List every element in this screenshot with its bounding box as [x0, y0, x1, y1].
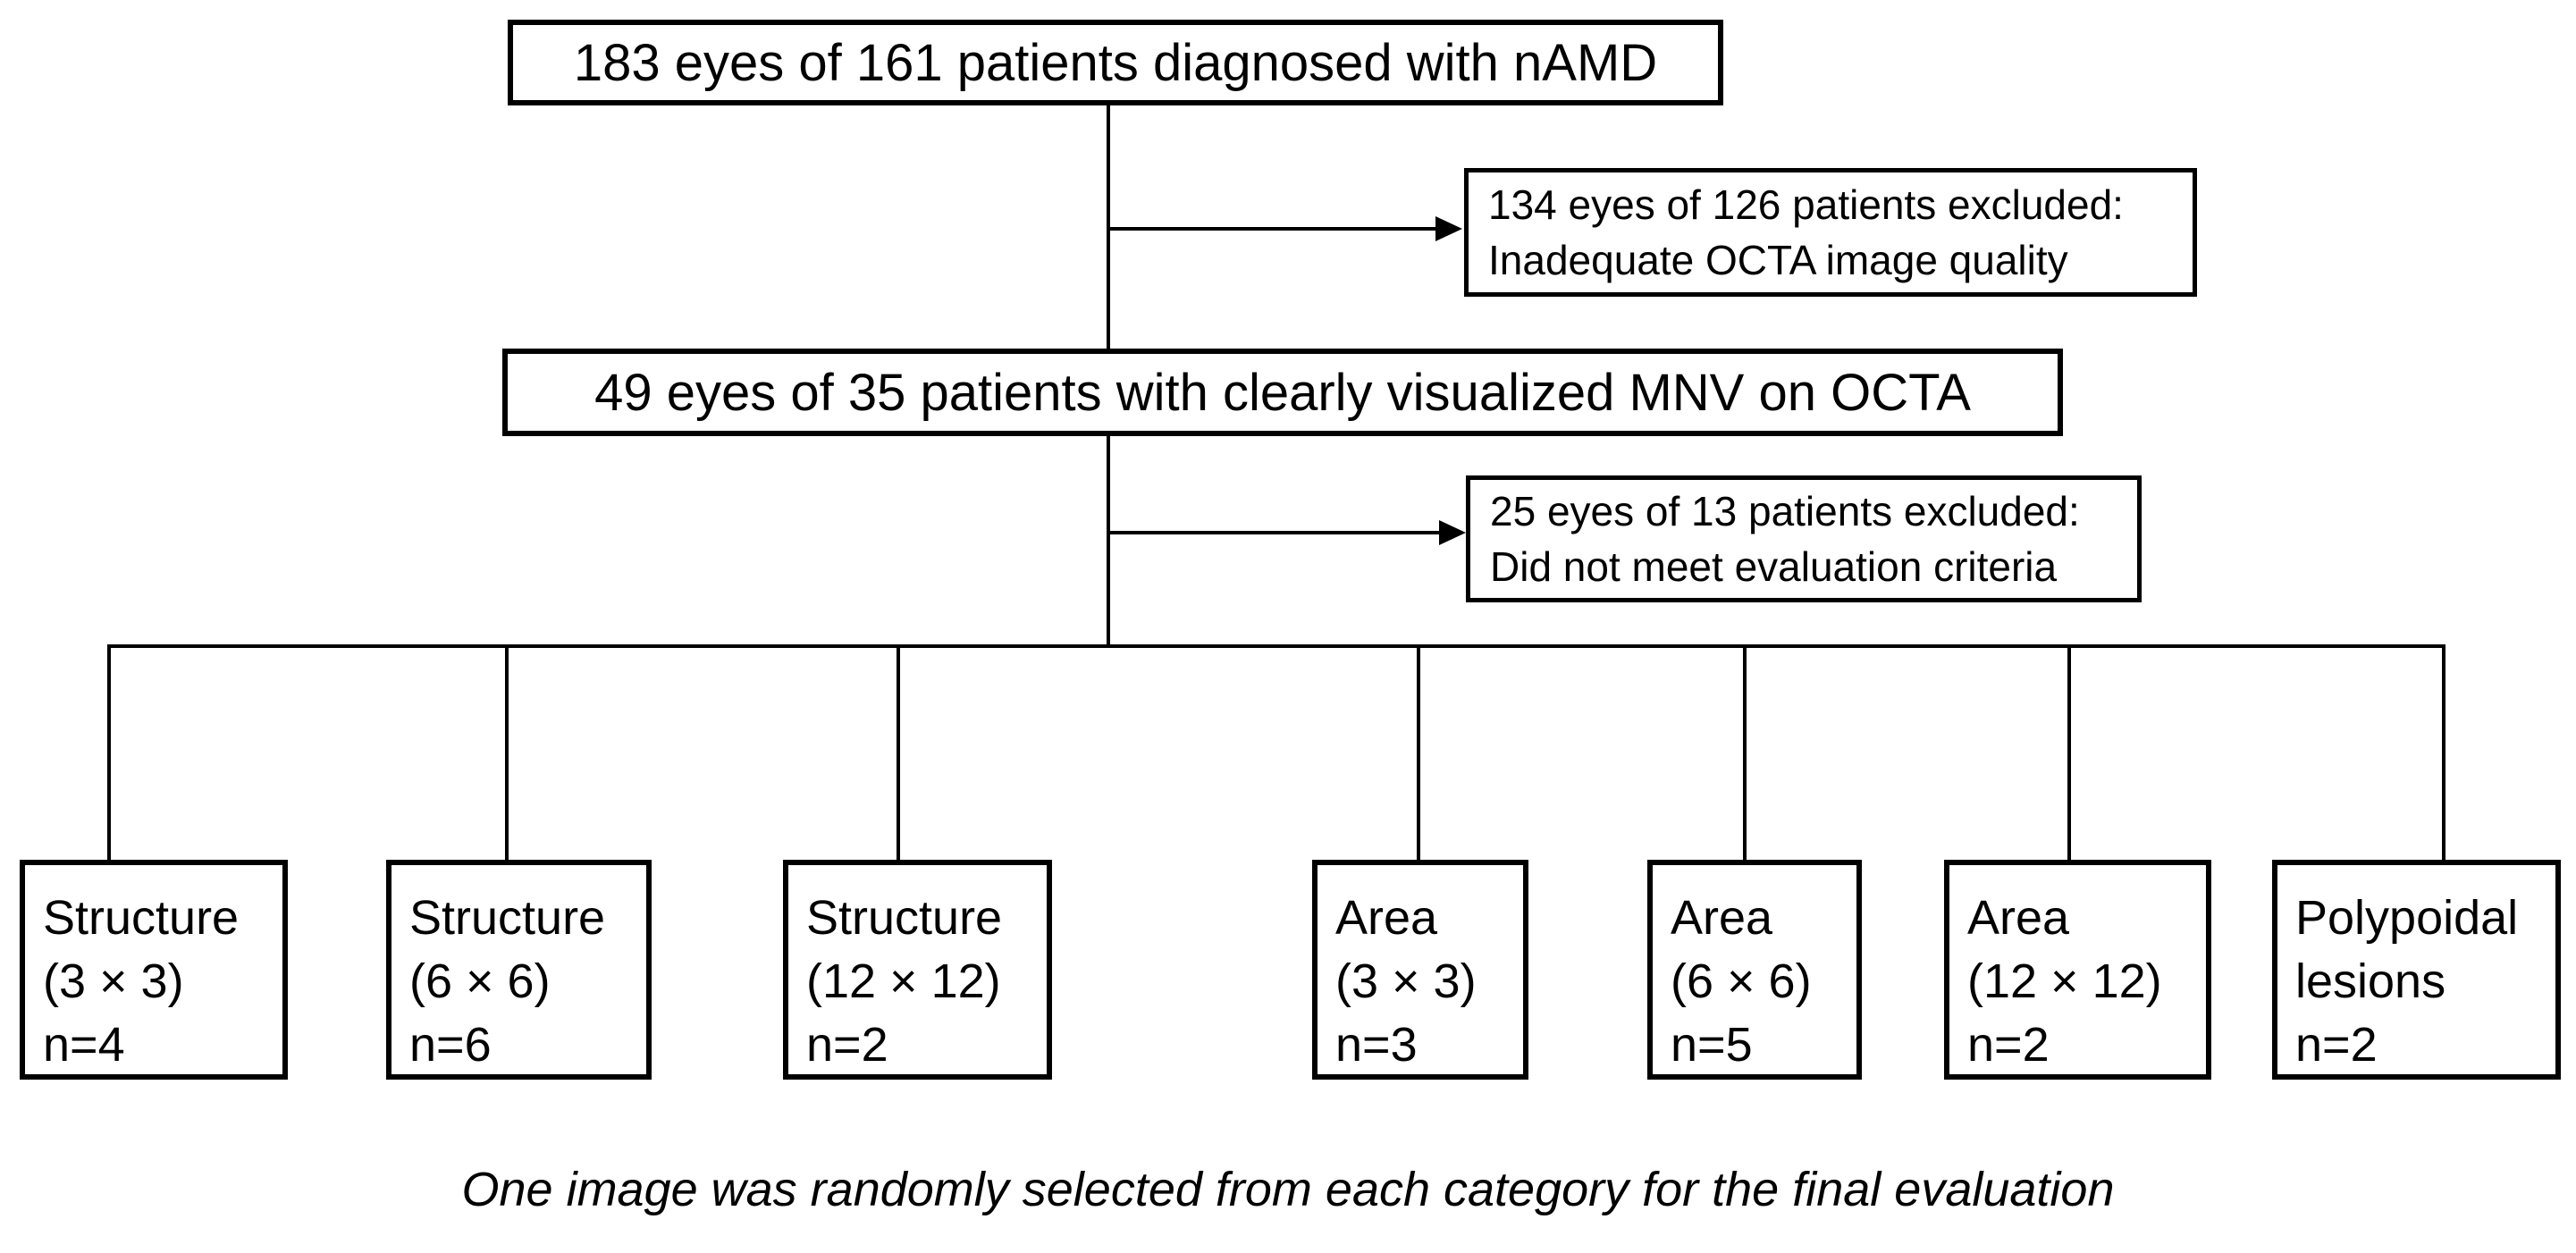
connector-drop-4	[1417, 644, 1420, 861]
connector-arrow-exclusion-2	[1108, 531, 1443, 534]
flow-box-area-12x12: Area (12 × 12) n=2	[1944, 860, 2211, 1080]
category-size: (12 × 12)	[1967, 954, 2162, 1008]
category-size: (12 × 12)	[806, 954, 1001, 1008]
category-count: n=4	[43, 1018, 125, 1072]
arrowhead-exclusion-2-icon	[1439, 520, 1466, 545]
category-size: lesions	[2295, 954, 2446, 1008]
flow-box-structure-12x12: Structure (12 × 12) n=2	[783, 860, 1052, 1080]
arrowhead-exclusion-1-icon	[1435, 216, 1462, 241]
flow-box-structure-3x3: Structure (3 × 3) n=4	[20, 860, 288, 1080]
connector-trunk-lower	[1107, 436, 1110, 648]
category-name: Area	[1671, 891, 1773, 945]
connector-drop-6	[2067, 644, 2071, 861]
connector-drop-7	[2442, 644, 2446, 861]
connector-drop-1	[107, 644, 111, 861]
flow-box-visualized-mnv-label: 49 eyes of 35 patients with clearly visu…	[594, 363, 1971, 422]
category-count: n=5	[1671, 1018, 1753, 1072]
category-name: Area	[1335, 891, 1438, 945]
category-count: n=2	[1967, 1018, 2050, 1072]
flow-box-area-3x3: Area (3 × 3) n=3	[1312, 860, 1528, 1080]
connector-branch-rail	[107, 644, 2446, 648]
figure-caption: One image was randomly selected from eac…	[461, 1163, 2115, 1216]
category-size: (6 × 6)	[409, 954, 551, 1008]
category-count: n=3	[1335, 1018, 1418, 1072]
category-count: n=6	[409, 1018, 492, 1072]
connector-drop-2	[505, 644, 509, 861]
flow-box-exclusion-1: 134 eyes of 126 patients excluded: Inade…	[1464, 168, 2197, 297]
category-name: Structure	[409, 891, 606, 945]
flow-box-polypoidal-lesions: Polypoidal lesions n=2	[2272, 860, 2561, 1080]
category-size: (3 × 3)	[43, 954, 184, 1008]
flow-box-structure-6x6: Structure (6 × 6) n=6	[386, 860, 652, 1080]
flow-box-total-patients-label: 183 eyes of 161 patients diagnosed with …	[573, 33, 1658, 92]
exclusion-1-line-2: Inadequate OCTA image quality	[1488, 237, 2068, 283]
category-size: (3 × 3)	[1335, 954, 1477, 1008]
connector-drop-5	[1743, 644, 1747, 861]
flow-box-area-6x6: Area (6 × 6) n=5	[1647, 860, 1862, 1080]
flow-box-visualized-mnv: 49 eyes of 35 patients with clearly visu…	[502, 349, 2063, 436]
category-size: (6 × 6)	[1671, 954, 1812, 1008]
exclusion-1-line-1: 134 eyes of 126 patients excluded:	[1488, 181, 2124, 228]
category-count: n=2	[806, 1018, 888, 1072]
category-name: Structure	[806, 891, 1003, 945]
exclusion-2-line-2: Did not meet evaluation criteria	[1490, 543, 2058, 590]
connector-drop-3	[897, 644, 900, 861]
connector-arrow-exclusion-1	[1108, 227, 1441, 231]
category-name: Polypoidal	[2295, 891, 2519, 945]
category-name: Area	[1967, 891, 2070, 945]
flow-box-exclusion-2: 25 eyes of 13 patients excluded: Did not…	[1466, 475, 2142, 602]
flow-box-total-patients: 183 eyes of 161 patients diagnosed with …	[508, 20, 1723, 105]
category-count: n=2	[2295, 1018, 2378, 1072]
category-name: Structure	[43, 891, 240, 945]
exclusion-2-line-1: 25 eyes of 13 patients excluded:	[1490, 488, 2080, 534]
